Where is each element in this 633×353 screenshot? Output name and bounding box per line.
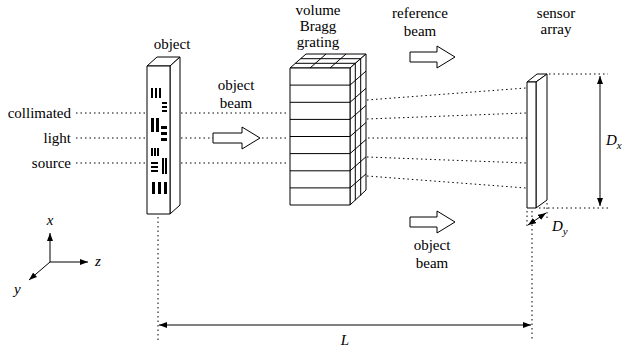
extension-line (158, 217, 159, 340)
beam-label: object beam (208, 76, 264, 112)
label-slot: object beam (208, 76, 264, 112)
light-ray (181, 163, 289, 164)
label-slot: y (14, 281, 28, 298)
light-ray (76, 163, 146, 164)
label-slot: object beam (404, 236, 460, 272)
label-slot: collimated light source (2, 101, 71, 176)
resolution-target (151, 88, 167, 194)
label-slot: z (95, 253, 109, 270)
label-slot: reference beam (384, 4, 456, 40)
label-slot: L (335, 332, 355, 349)
component-heading: object (144, 36, 200, 52)
light-ray (367, 113, 526, 119)
axis-arrow (50, 233, 51, 262)
heading-slot: volume Bragg grating (287, 2, 349, 50)
light-ray (181, 113, 288, 114)
optical-component: volume Bragg grating (288, 52, 368, 207)
dimension-label: L (335, 332, 355, 349)
optical-component: object (145, 56, 181, 216)
dimension-arrow (159, 325, 531, 326)
dimension-arrow (528, 213, 546, 225)
label-slot: Dy (552, 218, 576, 240)
extension-line (547, 203, 548, 218)
extension-line (532, 211, 533, 340)
light-ray (367, 157, 526, 163)
axis-label: x (42, 212, 58, 229)
light-ray (76, 138, 146, 139)
heading-slot: sensor array (529, 5, 583, 37)
extension-line (549, 74, 608, 75)
heading-slot: object (144, 36, 200, 52)
light-ray (367, 88, 526, 100)
light-ray (367, 176, 526, 188)
object-plate (147, 66, 170, 214)
grating-grid (290, 54, 366, 200)
axis-arrow (29, 262, 50, 280)
source-label: collimated light source (2, 101, 71, 176)
dimension-arrow (600, 76, 601, 206)
light-ray (76, 113, 146, 114)
beam-label: reference beam (384, 4, 456, 40)
dimension-label: Dy (552, 218, 576, 240)
grating-front (290, 68, 350, 205)
axis-label: y (14, 281, 28, 298)
label-slot: x (42, 212, 58, 229)
beam-arrow (410, 46, 455, 68)
object-plate (170, 57, 180, 214)
beam-arrow (213, 127, 260, 149)
sensor-plate (536, 74, 547, 208)
component-heading: sensor array (529, 5, 583, 37)
beam-arrow (410, 211, 455, 233)
sensor-plate (527, 82, 536, 208)
axis-arrow (50, 262, 88, 263)
label-slot: Dx (606, 132, 630, 154)
component-heading: volume Bragg grating (287, 2, 349, 50)
dimension-label: Dx (606, 132, 630, 154)
optical-component: sensor array (527, 73, 548, 210)
extension-line (527, 211, 528, 229)
light-ray (368, 138, 527, 139)
grating-side (350, 54, 366, 205)
extension-line (539, 208, 608, 209)
beam-label: object beam (404, 236, 460, 272)
axis-label: z (95, 253, 109, 270)
